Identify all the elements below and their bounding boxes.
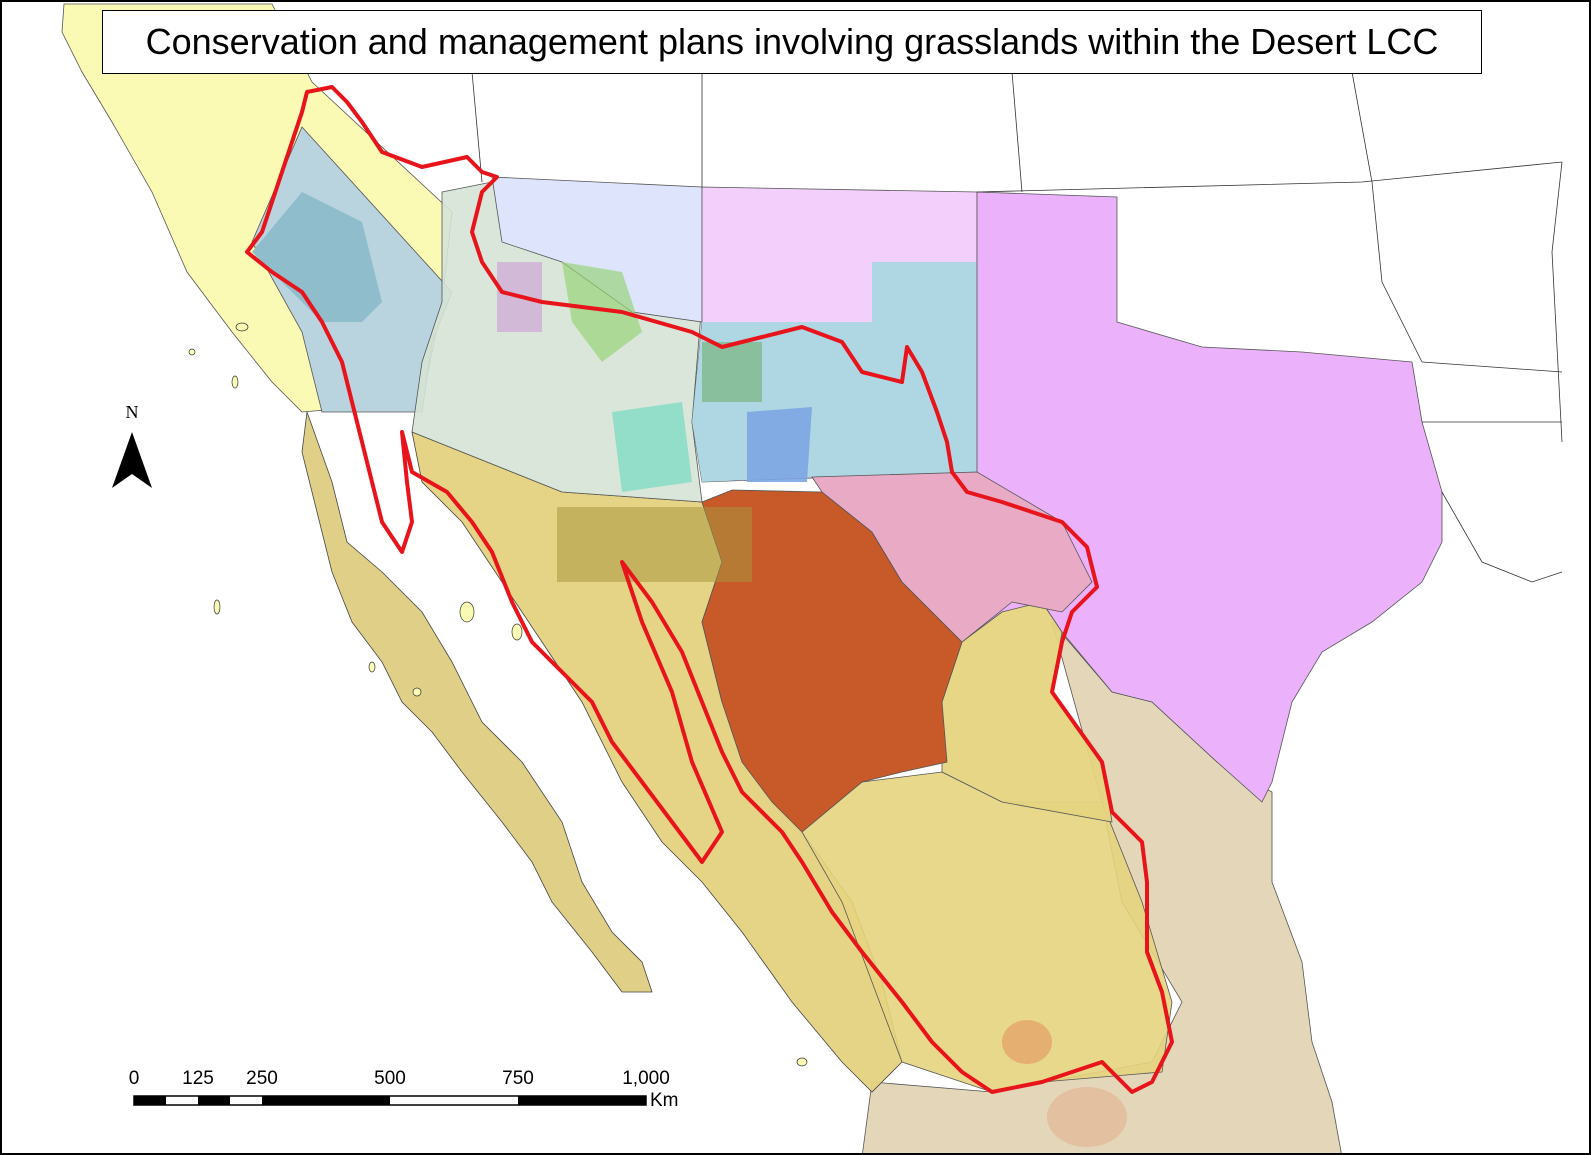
baja-california [301,411,653,993]
islands [188,322,808,1067]
orange-patch-1 [1002,1020,1052,1064]
scale-bar: 0 125 250 500 750 1,000 Km [112,1064,712,1124]
scale-tick-1000: 1,000 [622,1068,670,1089]
map-title: Conservation and management plans involv… [145,21,1439,62]
new-mexico-blue-patch [747,407,812,482]
trans-pecos-plan [811,471,1093,643]
arizona-teal-patch [612,402,692,492]
new-mexico-green-patch [702,342,762,402]
north-arrow-icon [112,432,152,488]
north-arrow: N [110,402,160,497]
scale-tick-250: 250 [246,1068,278,1089]
gulf-coast [1441,491,1563,583]
nevada-core [252,192,382,322]
scale-tick-0: 0 [128,1068,140,1089]
scale-tick-750: 750 [502,1068,534,1089]
state-borders [471,71,1563,443]
lcc-boundary [245,85,1174,1094]
orange-patch-2 [1047,1087,1127,1147]
sonora-overlay [557,507,752,582]
north-label: N [125,402,139,422]
scale-unit: Km [650,1090,679,1111]
arizona-green-patch [562,262,642,362]
scale-tick-125: 125 [182,1068,214,1089]
scale-tick-500: 500 [374,1068,406,1089]
map-title-box: Conservation and management plans involv… [102,10,1482,74]
scale-bar-graphic [133,1095,647,1106]
